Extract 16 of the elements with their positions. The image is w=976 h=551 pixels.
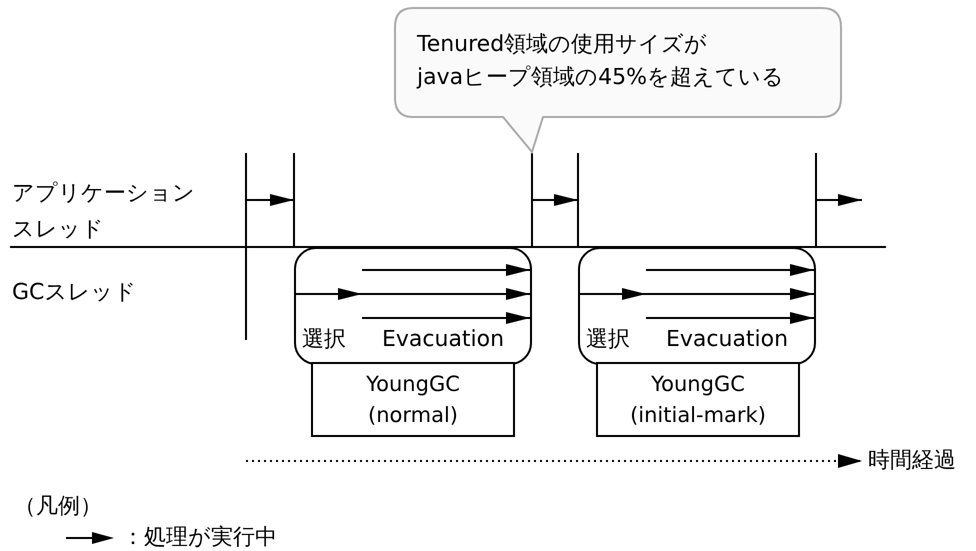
phase-label: Evacuation: [382, 326, 504, 354]
gc-phase-box: [294, 247, 532, 365]
phase-label: 選択: [302, 326, 346, 354]
gc-type-box: [311, 362, 515, 437]
phase-label: 選択: [586, 326, 630, 354]
legend-text: ：処理が実行中: [122, 524, 277, 551]
legend-title: （凡例）: [14, 493, 103, 521]
phase-label: Evacuation: [666, 326, 788, 354]
callout-text: Tenured領域の使用サイズが javaヒープ領域の45%を超えている: [417, 31, 785, 92]
row-label: GCスレッド: [12, 279, 138, 307]
gc-type-label: YoungGC (initial-mark): [629, 370, 767, 428]
gc-type-box: [596, 362, 800, 437]
gc-type-label: YoungGC (normal): [365, 370, 461, 428]
row-label: アプリケーションスレッド: [12, 180, 196, 244]
gc-phase-box: [578, 247, 816, 365]
axis-label: 時間経過: [868, 447, 957, 475]
